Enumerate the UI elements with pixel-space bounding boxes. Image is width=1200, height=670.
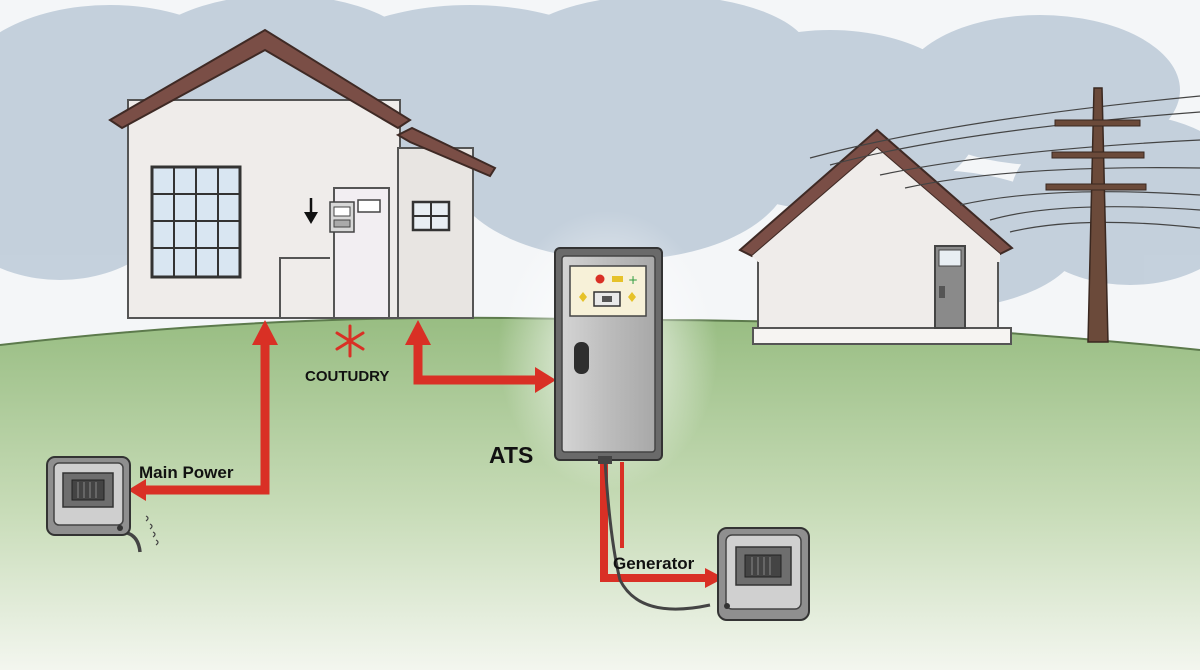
ats-label: ATS	[489, 442, 533, 468]
main-power-label: Main Power	[139, 463, 234, 482]
countdown-label: COUTUDRY	[305, 368, 389, 385]
spark-asterisk-icon	[335, 324, 365, 358]
generator-panel	[717, 527, 810, 621]
house-window-small	[411, 200, 451, 232]
meter-box	[329, 201, 355, 233]
vibration-marks	[145, 515, 159, 546]
neighbor-house	[738, 128, 1014, 345]
green-plus-indicator-icon: +	[628, 273, 638, 287]
yellow-indicator-icon	[612, 276, 623, 282]
down-arrow-icon	[304, 198, 318, 224]
sky	[0, 0, 1200, 360]
red-indicator-icon	[595, 274, 605, 284]
ats-handle	[574, 342, 589, 374]
generator-label: Generator	[613, 554, 695, 573]
main-power-panel	[46, 456, 159, 546]
main-house	[108, 28, 497, 319]
arrow-house-to-ats	[405, 320, 556, 393]
ats-cabinet: +	[554, 247, 663, 464]
ats-control-panel: +	[569, 265, 647, 317]
arrow-utility-to-main-power	[128, 320, 278, 501]
arrow-ats-to-generator	[600, 462, 724, 588]
house-window-large	[150, 165, 242, 279]
utility-pole	[1045, 87, 1147, 343]
cable-ats-generator	[603, 459, 711, 611]
power-lines	[809, 95, 1200, 233]
